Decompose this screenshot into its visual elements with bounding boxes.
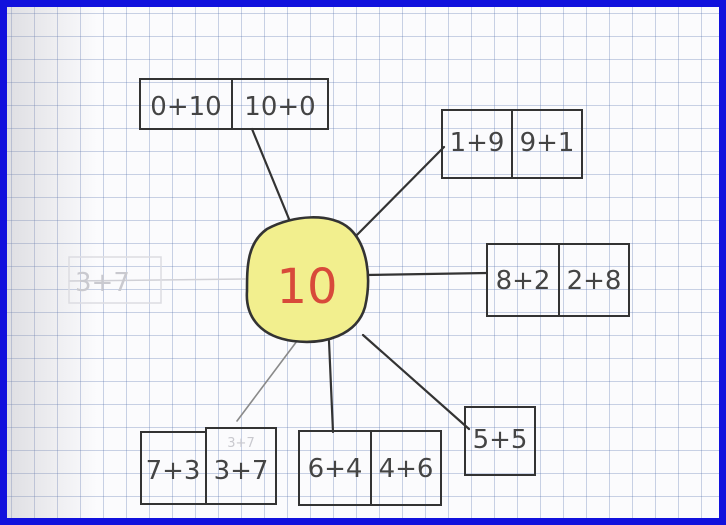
label-5-plus-5: 5+5 — [473, 425, 528, 455]
connector-bottom-left — [236, 340, 298, 422]
branch-bottom-right: 5+5 — [464, 406, 536, 476]
box-9-plus-1 — [511, 109, 583, 179]
box-4-plus-6 — [370, 430, 442, 506]
erased-box — [68, 256, 162, 304]
label-0-plus-10: 0+10 — [150, 92, 221, 122]
label-4-plus-6: 4+6 — [379, 454, 434, 484]
label-erased-small: 3+7 — [227, 436, 254, 451]
branch-top-left: 0+10 10+0 — [139, 78, 329, 130]
mind-map-drawing: 3+7 10 0+10 10+0 1+9 9+1 8+2 2+8 5+ — [68, 78, 630, 506]
center-blob — [245, 216, 370, 344]
erased-label: 3+7 — [75, 268, 130, 298]
page-shadow — [7, 7, 97, 518]
label-6-plus-4: 6+4 — [308, 454, 363, 484]
label-8-plus-2: 8+2 — [496, 266, 551, 296]
connector-top-left — [250, 127, 291, 221]
label-2-plus-8: 2+8 — [567, 266, 622, 296]
connector-erased — [68, 278, 246, 282]
label-10-plus-0: 10+0 — [244, 92, 315, 122]
label-1-plus-9: 1+9 — [450, 128, 505, 158]
connector-right — [363, 271, 489, 277]
branch-right: 8+2 2+8 — [486, 243, 630, 317]
branch-bottom-left: 3+7 7+3 3+7 — [140, 427, 277, 505]
box-3-plus-7 — [205, 427, 277, 505]
box-2-plus-8 — [558, 243, 630, 317]
center-number: 10 — [276, 259, 337, 315]
branch-bottom-middle: 6+4 4+6 — [298, 430, 442, 506]
label-9-plus-1: 9+1 — [520, 128, 575, 158]
box-5-plus-5 — [464, 406, 536, 476]
branch-top-right: 1+9 9+1 — [441, 109, 583, 179]
connector-bottom-right — [361, 333, 471, 431]
box-10-plus-0 — [231, 78, 329, 130]
connector-top-right — [343, 145, 446, 249]
label-3-plus-7: 3+7 — [214, 456, 269, 486]
connector-bottom-middle — [327, 339, 335, 434]
label-7-plus-3: 7+3 — [146, 456, 201, 486]
